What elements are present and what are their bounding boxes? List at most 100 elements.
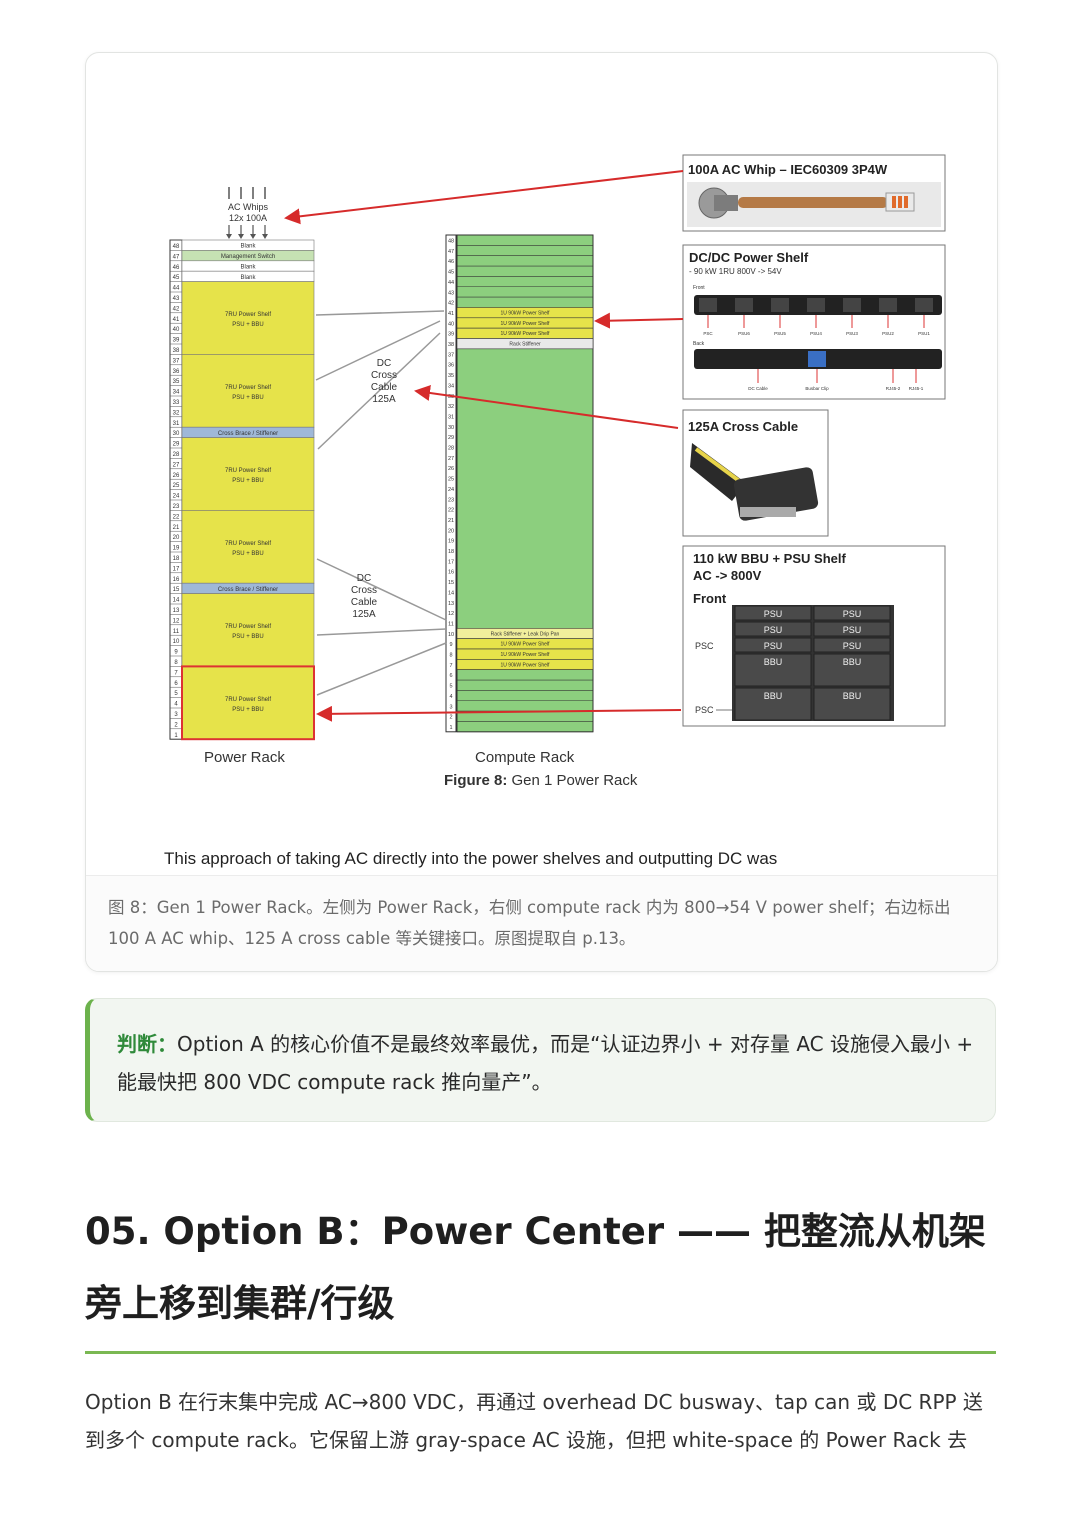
compute-ru-number: 16 bbox=[448, 570, 454, 576]
compute-ru-number: 37 bbox=[448, 352, 454, 358]
callout-lead: 判断： bbox=[117, 1032, 177, 1056]
ru-number: 34 bbox=[173, 390, 180, 396]
bbu-module-label: PSU bbox=[843, 609, 862, 619]
dcdc-sub: - 90 kW 1RU 800V -> 54V bbox=[689, 267, 782, 276]
dc-cross-cable-line bbox=[317, 332, 441, 450]
compute-ru-number: 17 bbox=[448, 559, 454, 565]
bbu-module-label: PSU bbox=[764, 641, 783, 651]
dcdc-back-port: DC Cable bbox=[748, 386, 768, 391]
ru-number: 11 bbox=[173, 629, 180, 635]
compute-ru-number: 2 bbox=[449, 715, 452, 721]
ru-number: 35 bbox=[173, 379, 180, 385]
whip-lug bbox=[898, 196, 902, 208]
ru-number: 18 bbox=[173, 556, 180, 562]
power-shelf-sub: PSU + BBU bbox=[232, 478, 264, 484]
bbu-psc-label-1: PSC bbox=[695, 641, 714, 651]
figure-caption-block: 图 8：Gen 1 Power Rack。左侧为 Power Rack，右侧 c… bbox=[86, 875, 997, 971]
compute-rack-ru-column bbox=[445, 234, 457, 733]
ru-number: 45 bbox=[173, 275, 180, 281]
power-shelf-label: 7RU Power Shelf bbox=[225, 697, 271, 703]
compute-ru-number: 24 bbox=[448, 487, 454, 493]
cross-cable-stripe bbox=[694, 447, 744, 485]
ru-number: 40 bbox=[173, 327, 180, 333]
dcdc-busbar-clip bbox=[808, 351, 826, 367]
ru-number: 25 bbox=[173, 483, 180, 489]
ac-whips-label: AC Whips bbox=[228, 202, 269, 212]
power-rack-slot bbox=[181, 281, 315, 355]
power-shelf-label: 7RU Power Shelf bbox=[225, 624, 271, 630]
power-shelf-label: 7RU Power Shelf bbox=[225, 468, 271, 474]
ru-number: 46 bbox=[173, 265, 180, 271]
dcdc-front-label: Front bbox=[693, 285, 705, 291]
cross-cable-title: 125A Cross Cable bbox=[688, 419, 798, 434]
bbu-module-label: BBU bbox=[843, 691, 862, 701]
compute-power-shelf-label: 1U 90kW Power Shelf bbox=[501, 321, 551, 327]
ru-number: 44 bbox=[173, 286, 180, 292]
compute-stiffener-drip-label: Rack Stiffener + Leak Drip Pan bbox=[491, 631, 560, 637]
compute-ru-number: 30 bbox=[448, 425, 454, 431]
compute-ru-number: 21 bbox=[448, 518, 454, 524]
ru-number: 24 bbox=[173, 494, 180, 500]
dcdc-back-port: RJ45-2 bbox=[886, 386, 901, 391]
bbu-arrow bbox=[316, 705, 682, 722]
ru-number: 1 bbox=[174, 733, 178, 739]
ru-number: 28 bbox=[173, 452, 180, 458]
bbu-module bbox=[734, 621, 812, 637]
ru-number: 3 bbox=[174, 712, 178, 718]
cross-cable-arrow bbox=[414, 385, 679, 429]
ru-number: 7 bbox=[174, 670, 178, 676]
bbu-module bbox=[813, 637, 891, 653]
compute-ru-number: 1 bbox=[449, 725, 452, 731]
ru-number: 30 bbox=[173, 431, 180, 437]
figure-caption-rest: Gen 1 Power Rack bbox=[507, 772, 638, 789]
figure-caption: Figure 8: Gen 1 Power Rack bbox=[444, 772, 637, 789]
ac-whip-arrow bbox=[284, 170, 684, 225]
dcdc-front-port: PSU5 bbox=[774, 331, 786, 336]
compute-ru-number: 44 bbox=[448, 280, 454, 286]
figure-diagram: 4847464544434241403938373635343332313029… bbox=[169, 154, 946, 741]
section-heading: 05. Option B：Power Center —— 把整流从机架旁上移到集… bbox=[85, 1210, 986, 1325]
body-paragraph: Option B 在行末集中完成 AC→800 VDC，再通过 overhead… bbox=[85, 1390, 983, 1452]
ru-number: 36 bbox=[173, 369, 180, 375]
ru-number: 15 bbox=[173, 587, 180, 593]
compute-ru-number: 6 bbox=[449, 673, 452, 679]
bbu-module bbox=[734, 687, 812, 721]
cable-label-1: Cross bbox=[371, 370, 397, 381]
compute-ru-number: 3 bbox=[449, 704, 452, 710]
bbu-module bbox=[734, 637, 812, 653]
dc-cross-cable-line bbox=[315, 320, 441, 381]
compute-ru-number: 34 bbox=[448, 383, 454, 389]
dcdc-module bbox=[843, 298, 861, 312]
ac-whips-sub: 12x 100A bbox=[229, 213, 267, 223]
ru-number: 4 bbox=[174, 702, 178, 708]
compute-ru-number: 48 bbox=[448, 239, 454, 245]
compute-ru-number: 15 bbox=[448, 580, 454, 586]
heading-divider bbox=[85, 1351, 996, 1354]
compute-power-shelf-label: 1U 90kW Power Shelf bbox=[501, 642, 551, 648]
whip-plug bbox=[714, 195, 738, 211]
dcdc-back-port: Busbar Clip bbox=[805, 386, 829, 391]
dcdc-arrow bbox=[594, 312, 684, 329]
callout-body: Option A 的核心价值不是最终效率最优，而是“认证边界小 + 对存量 AC… bbox=[117, 1032, 974, 1094]
compute-ru-number: 35 bbox=[448, 373, 454, 379]
whip-arrowhead bbox=[238, 234, 244, 239]
callout-text: 判断：Option A 的核心价值不是最终效率最优，而是“认证边界小 + 对存量… bbox=[117, 1025, 977, 1101]
bbu-title-2: AC -> 800V bbox=[693, 568, 762, 583]
whip-lug bbox=[892, 196, 896, 208]
power-shelf-label: 7RU Power Shelf bbox=[225, 385, 271, 391]
dc-cross-cable-line bbox=[315, 310, 445, 316]
whip-arrowhead bbox=[250, 234, 256, 239]
power-rack-slot bbox=[181, 665, 315, 741]
power-rack-slot-label: Cross Brace / Stiffener bbox=[218, 587, 278, 593]
compute-ru-number: 14 bbox=[448, 590, 454, 596]
compute-ru-number: 40 bbox=[448, 321, 454, 327]
compute-ru-number: 43 bbox=[448, 290, 454, 296]
bbu-module-label: BBU bbox=[843, 657, 862, 667]
compute-ru-number: 38 bbox=[448, 342, 454, 348]
dcdc-front-port: PSU1 bbox=[918, 331, 930, 336]
bbu-psc-label-2: PSC bbox=[695, 705, 714, 715]
bbu-module bbox=[734, 605, 812, 621]
bbu-module-label: BBU bbox=[764, 657, 783, 667]
